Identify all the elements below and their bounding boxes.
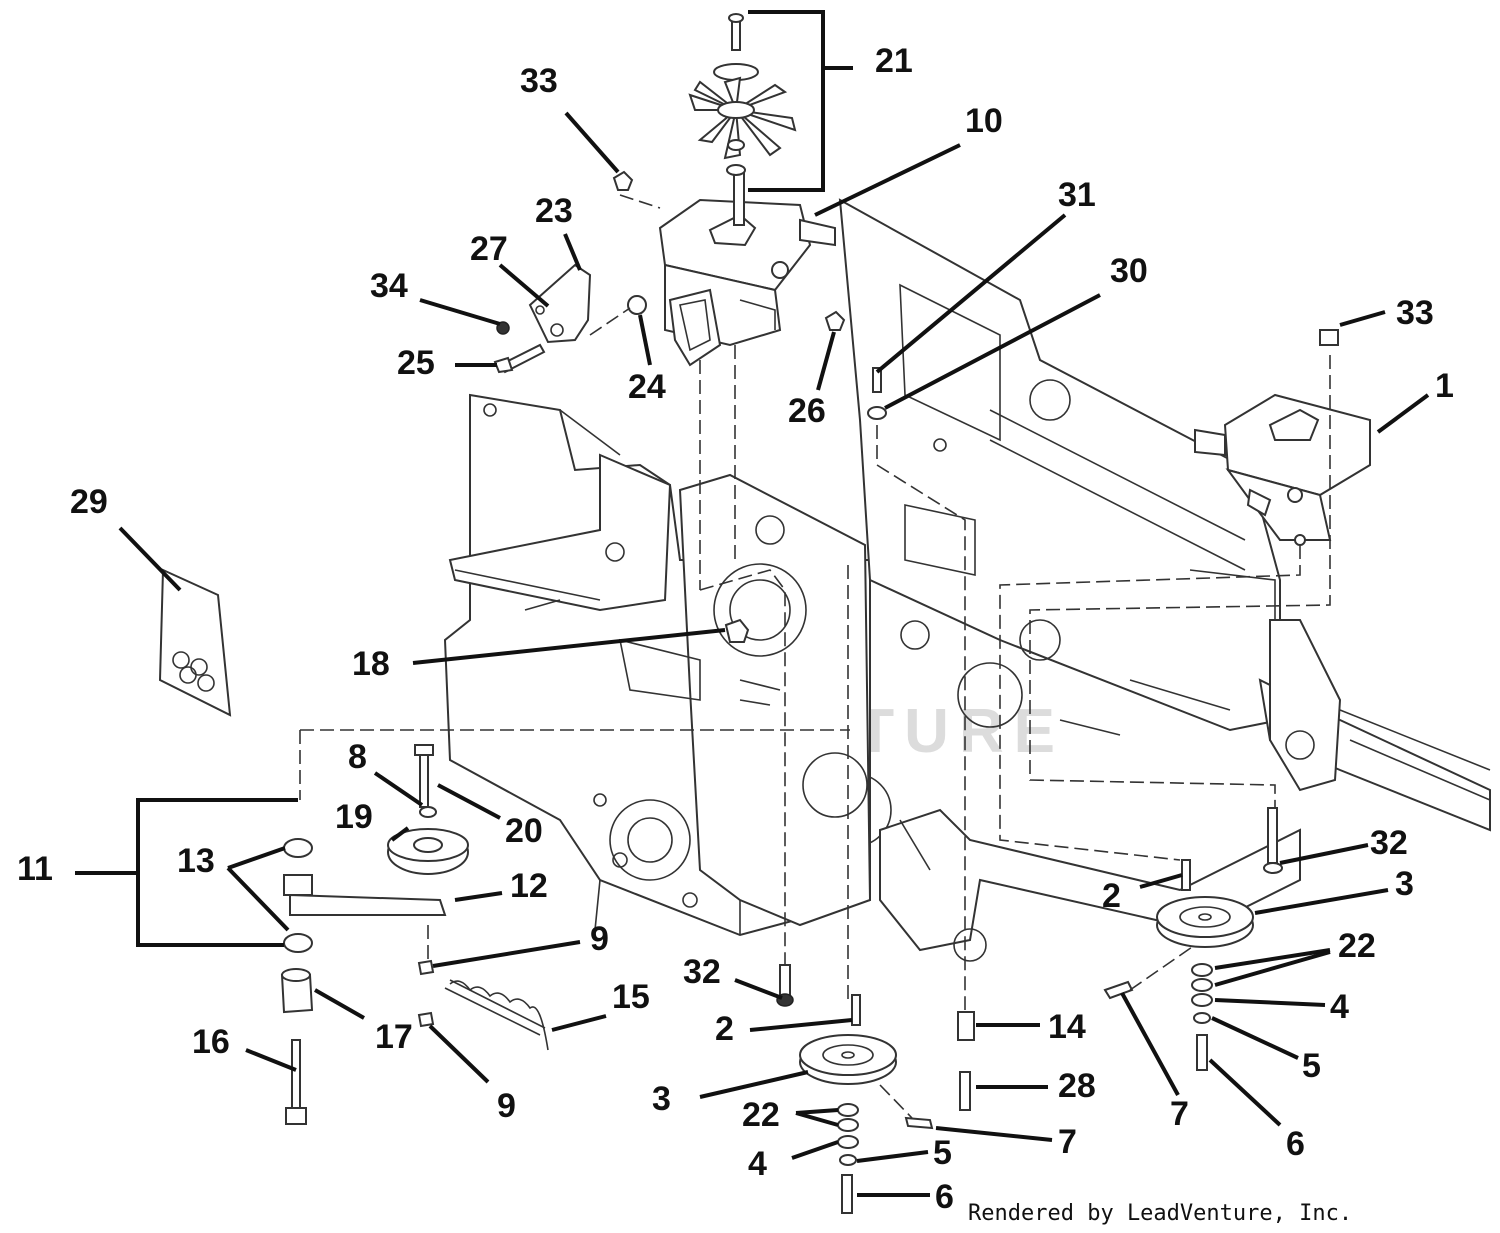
washer-part-30: [867, 406, 887, 420]
frame-upper-bracket: [448, 453, 672, 612]
transmission-left: [627, 169, 836, 367]
callout-22-right: 22: [1338, 927, 1376, 965]
cooling-fan-assembly: [688, 13, 797, 176]
center-pulley-stack: [776, 964, 934, 1214]
callout-24: 24: [628, 368, 666, 406]
callout-5-center: 5: [933, 1134, 952, 1172]
leader-lines: [75, 10, 1430, 1197]
frame-rear-axle: [1258, 619, 1491, 832]
callout-32-center: 32: [683, 953, 721, 991]
callout-9-top: 9: [590, 920, 609, 958]
callout-9-bottom: 9: [497, 1087, 516, 1125]
callout-12: 12: [510, 867, 548, 905]
credit-text: Rendered by LeadVenture, Inc.: [968, 1201, 1352, 1226]
frame-center-plate: [618, 473, 872, 927]
callout-28: 28: [1058, 1067, 1096, 1105]
callout-2-center: 2: [715, 1010, 734, 1048]
callout-30: 30: [1110, 252, 1148, 290]
callout-31: 31: [1058, 176, 1096, 214]
idler-arm-assembly: [280, 744, 549, 1125]
bolt-part-31: [872, 367, 882, 393]
callout-27: 27: [470, 230, 508, 268]
callout-10: 10: [965, 102, 1003, 140]
callout-18: 18: [352, 645, 390, 683]
callout-14: 14: [1048, 1008, 1086, 1046]
callout-8: 8: [348, 738, 367, 776]
callout-13: 13: [177, 842, 215, 880]
callout-21: 21: [875, 42, 913, 80]
callout-29: 29: [70, 483, 108, 521]
callout-34: 34: [370, 267, 408, 305]
callout-7-right: 7: [1170, 1095, 1189, 1133]
callout-4-right: 4: [1330, 988, 1349, 1026]
callout-1: 1: [1435, 367, 1454, 405]
alignment-lines: [299, 194, 1331, 1119]
callout-32-right: 32: [1370, 824, 1408, 862]
callout-6-center: 6: [935, 1178, 954, 1216]
callout-26: 26: [788, 392, 826, 430]
frame-right-rail: [838, 198, 1281, 736]
callout-20: 20: [505, 812, 543, 850]
decal-part-29: [158, 568, 232, 717]
callout-3-right: 3: [1395, 865, 1414, 903]
nut-part-33-left: [612, 170, 634, 191]
callout-5-right: 5: [1302, 1047, 1321, 1085]
transmission-right: [1194, 329, 1371, 546]
callout-17: 17: [375, 1018, 413, 1056]
callout-4-center: 4: [748, 1145, 767, 1183]
callout-25: 25: [397, 344, 435, 382]
callout-15: 15: [612, 978, 650, 1016]
bolt-part-28: [959, 1071, 971, 1111]
callout-16: 16: [192, 1023, 230, 1061]
callout-3-center: 3: [652, 1080, 671, 1118]
callout-19: 19: [335, 798, 373, 836]
right-pulley-stack: [1103, 807, 1283, 1071]
spacer-part-14: [957, 1011, 975, 1041]
callout-6-right: 6: [1286, 1125, 1305, 1163]
callout-2-right: 2: [1102, 877, 1121, 915]
callout-23: 23: [535, 192, 573, 230]
bracket-part-23: [493, 263, 592, 374]
callout-7-center: 7: [1058, 1123, 1077, 1161]
nut-part-26: [824, 310, 846, 331]
callout-11: 11: [17, 850, 53, 888]
callout-33-right: 33: [1396, 294, 1434, 332]
callout-numbers: 21 33 10 31 30 23 27 34 25 24 26 33 1 29…: [17, 42, 1454, 1216]
callout-33-top: 33: [520, 62, 558, 100]
callout-22-center: 22: [742, 1096, 780, 1134]
nut-part-18: [724, 618, 750, 643]
